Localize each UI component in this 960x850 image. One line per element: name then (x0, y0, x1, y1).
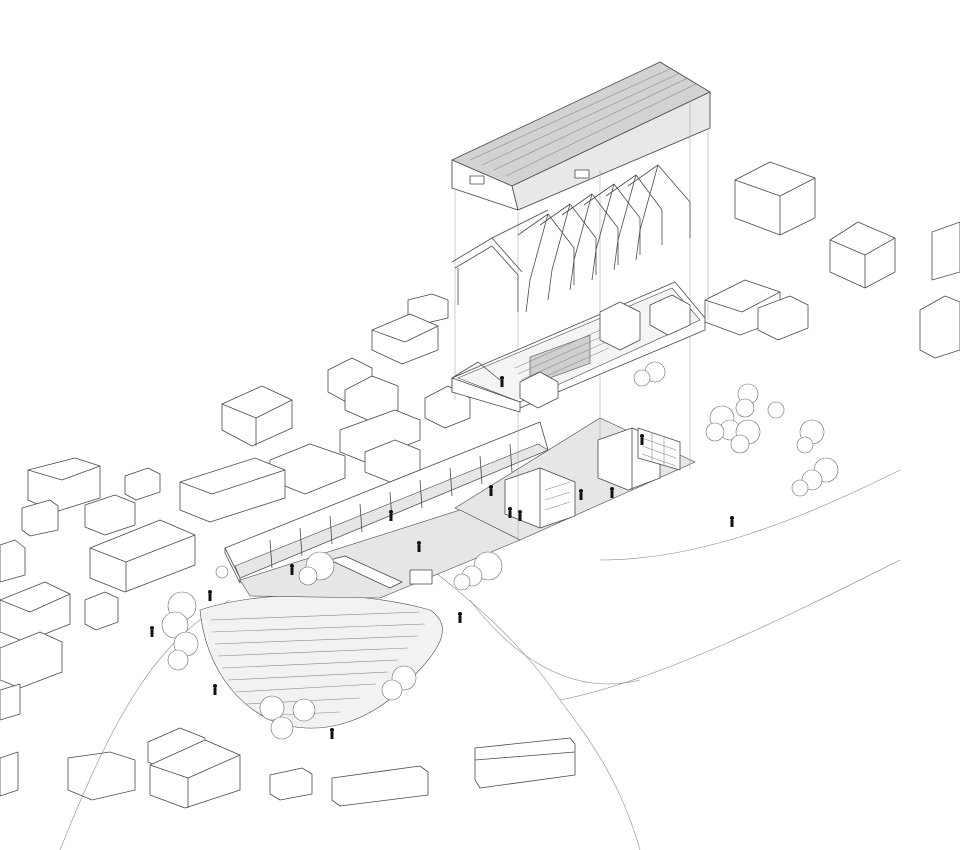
house-icon (931, 221, 960, 281)
house-icon (371, 313, 439, 365)
person-icon (417, 541, 421, 552)
context-houses (0, 161, 960, 809)
tree-icon (259, 695, 294, 740)
house-icon (84, 494, 136, 536)
person-icon (518, 510, 522, 521)
roof-layer (451, 61, 711, 540)
house-icon (89, 519, 196, 593)
house-icon (21, 499, 59, 537)
house-icon (757, 295, 809, 341)
tree-icon (453, 551, 503, 591)
bench (409, 569, 433, 585)
person-icon (500, 376, 504, 387)
tree-icon (381, 665, 417, 701)
tree-icon (161, 591, 199, 671)
house-icon (734, 161, 816, 236)
house-icon (919, 295, 960, 359)
truss-layer (451, 164, 691, 313)
person-icon (150, 626, 154, 637)
people (150, 376, 734, 739)
person-icon (730, 516, 734, 527)
person-icon (610, 487, 614, 498)
house-icon (344, 375, 399, 423)
tree-icon (796, 419, 825, 454)
house-icon (0, 539, 26, 583)
person-icon (640, 434, 644, 445)
meadow (199, 594, 443, 729)
house-icon (221, 385, 293, 447)
person-icon (508, 507, 512, 518)
house-icon (84, 591, 119, 631)
house-icon (424, 385, 471, 429)
person-icon (579, 489, 583, 500)
tree-icon (298, 551, 335, 586)
person-icon (330, 728, 334, 739)
house-icon (331, 765, 429, 807)
person-icon (389, 510, 393, 521)
house-icon (269, 767, 313, 801)
tree-icon (767, 401, 785, 419)
house-icon (179, 457, 286, 523)
house-icon (0, 581, 71, 643)
house-icon (27, 457, 101, 513)
house-icon (0, 751, 19, 797)
tree-icon (735, 383, 759, 418)
tree-icon (730, 419, 761, 454)
house-icon (829, 221, 896, 289)
ground-site (59, 417, 901, 850)
pavilion-right (597, 427, 681, 491)
house-icon (67, 751, 136, 801)
person-icon (489, 485, 493, 496)
house-icon (474, 737, 576, 789)
house-icon (124, 467, 161, 501)
house-icon (0, 683, 21, 721)
house-icon (339, 409, 421, 463)
tree-icon (705, 405, 741, 442)
tree-icon (215, 565, 229, 579)
person-icon (213, 684, 217, 695)
tree-icon (292, 698, 316, 722)
trees (161, 361, 839, 740)
person-icon (208, 590, 212, 601)
house-icon (0, 631, 63, 689)
tree-icon (633, 361, 666, 387)
house-icon (149, 739, 241, 809)
person-icon (458, 612, 462, 623)
interior-layer (451, 281, 706, 413)
tree-icon (791, 457, 839, 497)
person-icon (290, 564, 294, 575)
pavilion (504, 467, 576, 529)
